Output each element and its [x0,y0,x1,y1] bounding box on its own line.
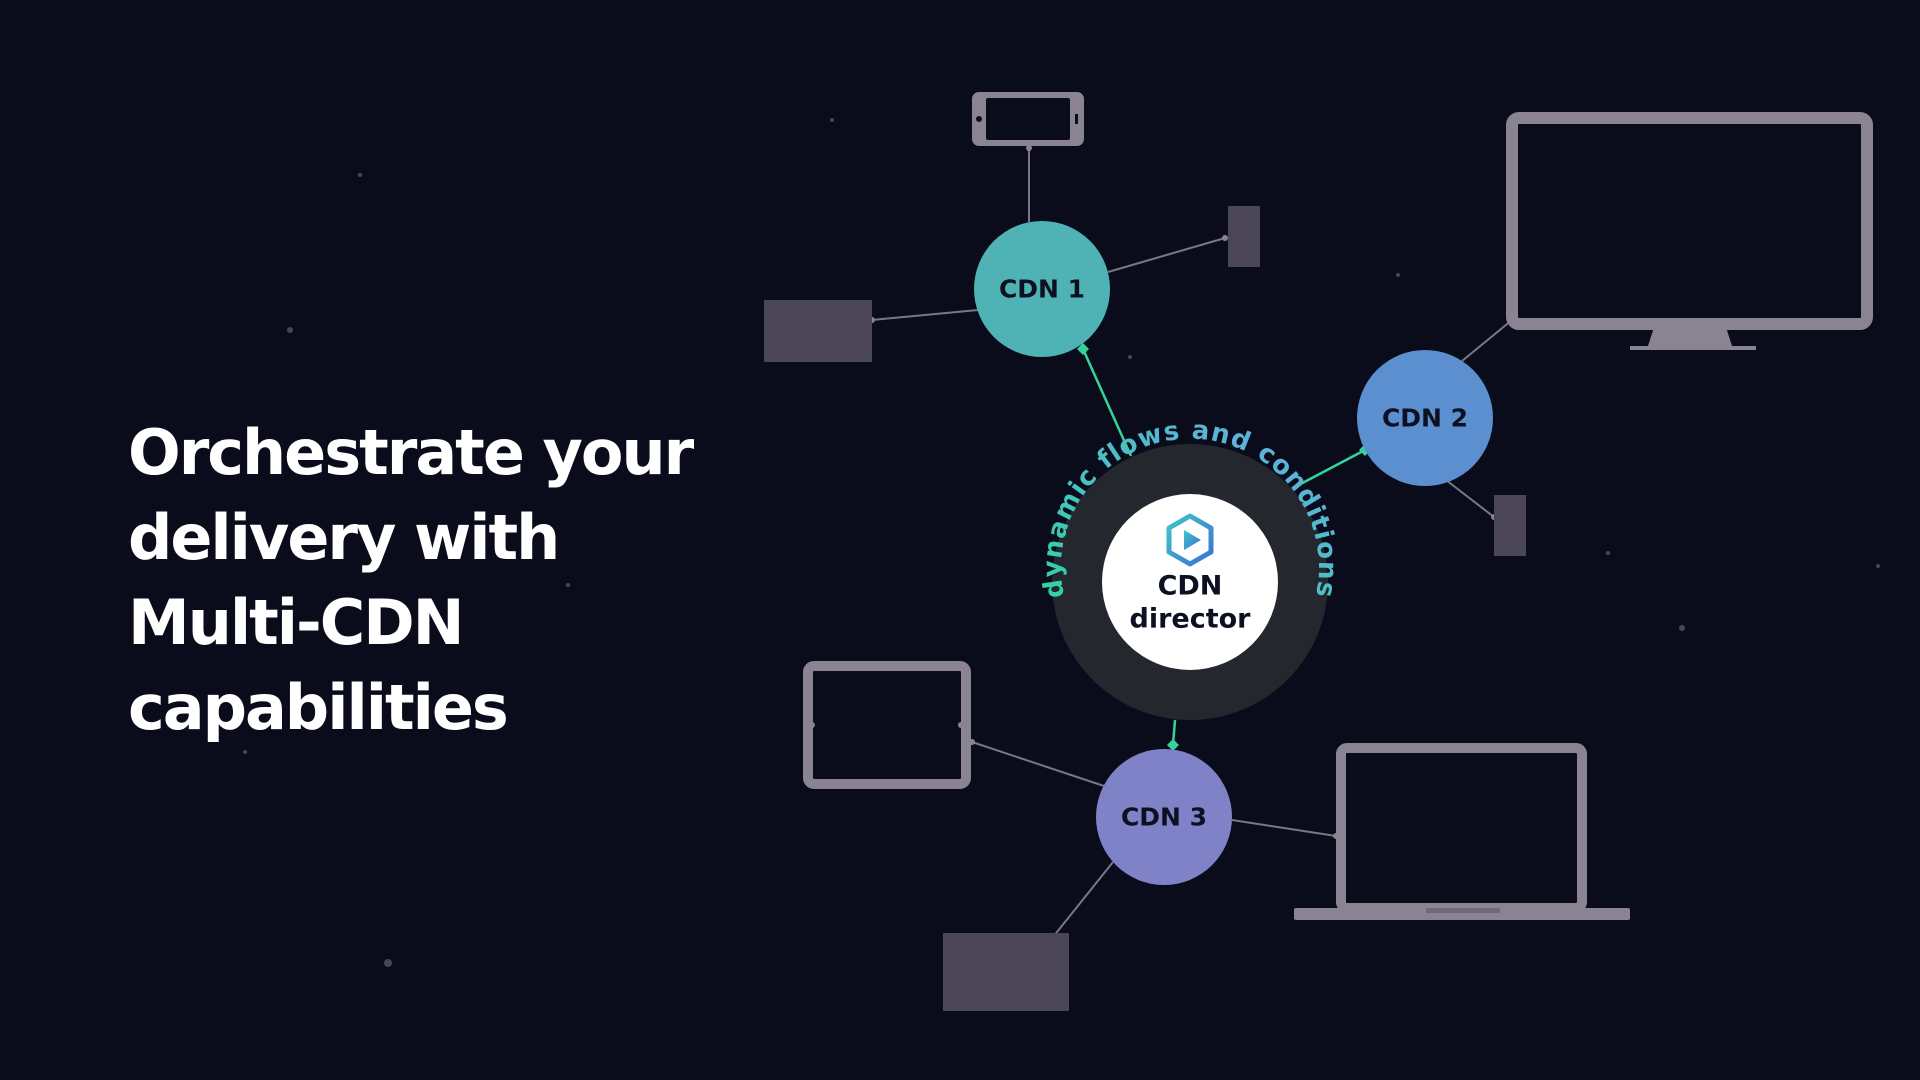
cdn-director-hub: dynamic flows and conditions CDN directo… [1038,416,1341,720]
connector-director-cdn1 [1081,348,1133,457]
headline-line-3: Multi-CDN [128,586,465,659]
cdn-node-1: CDN 1 [974,221,1110,357]
cdn-node-2-label: CDN 2 [1382,404,1468,433]
connector-block-left [871,309,979,321]
cdn-node-2: CDN 2 [1357,350,1493,486]
tablet-icon [803,661,971,789]
cdn-node-1-label: CDN 1 [999,275,1085,304]
laptop-icon [1294,743,1630,920]
director-label-line2: director [1130,604,1252,635]
connector-tablet [971,741,1105,787]
director-label-line1: CDN [1158,571,1223,602]
headline-line-1: Orchestrate your [128,416,694,489]
play-hexagon-icon [1166,513,1214,567]
headline-line-2: delivery with [128,501,560,574]
device-connectors [871,148,1513,943]
phone-icon [972,92,1084,146]
headline-line-4: capabilities [128,671,509,744]
cdn-node-3-label: CDN 3 [1121,803,1207,832]
connector-laptop [1231,819,1337,837]
device-block-right [1494,495,1526,556]
connector-monitor [1461,319,1513,362]
connector-block-right [1445,479,1495,518]
device-block-left [764,300,872,362]
monitor-icon [1506,112,1873,350]
headline: Orchestrate your delivery with Multi-CDN… [128,410,728,750]
connector-director-cdn2 [1292,448,1366,490]
device-block-small [1228,206,1260,267]
device-block-bottom [943,933,1069,1011]
connector-block-small [1107,237,1226,273]
connector-block-bottom [1048,861,1114,943]
cdn-node-3: CDN 3 [1096,749,1232,885]
star-field [243,118,1880,967]
